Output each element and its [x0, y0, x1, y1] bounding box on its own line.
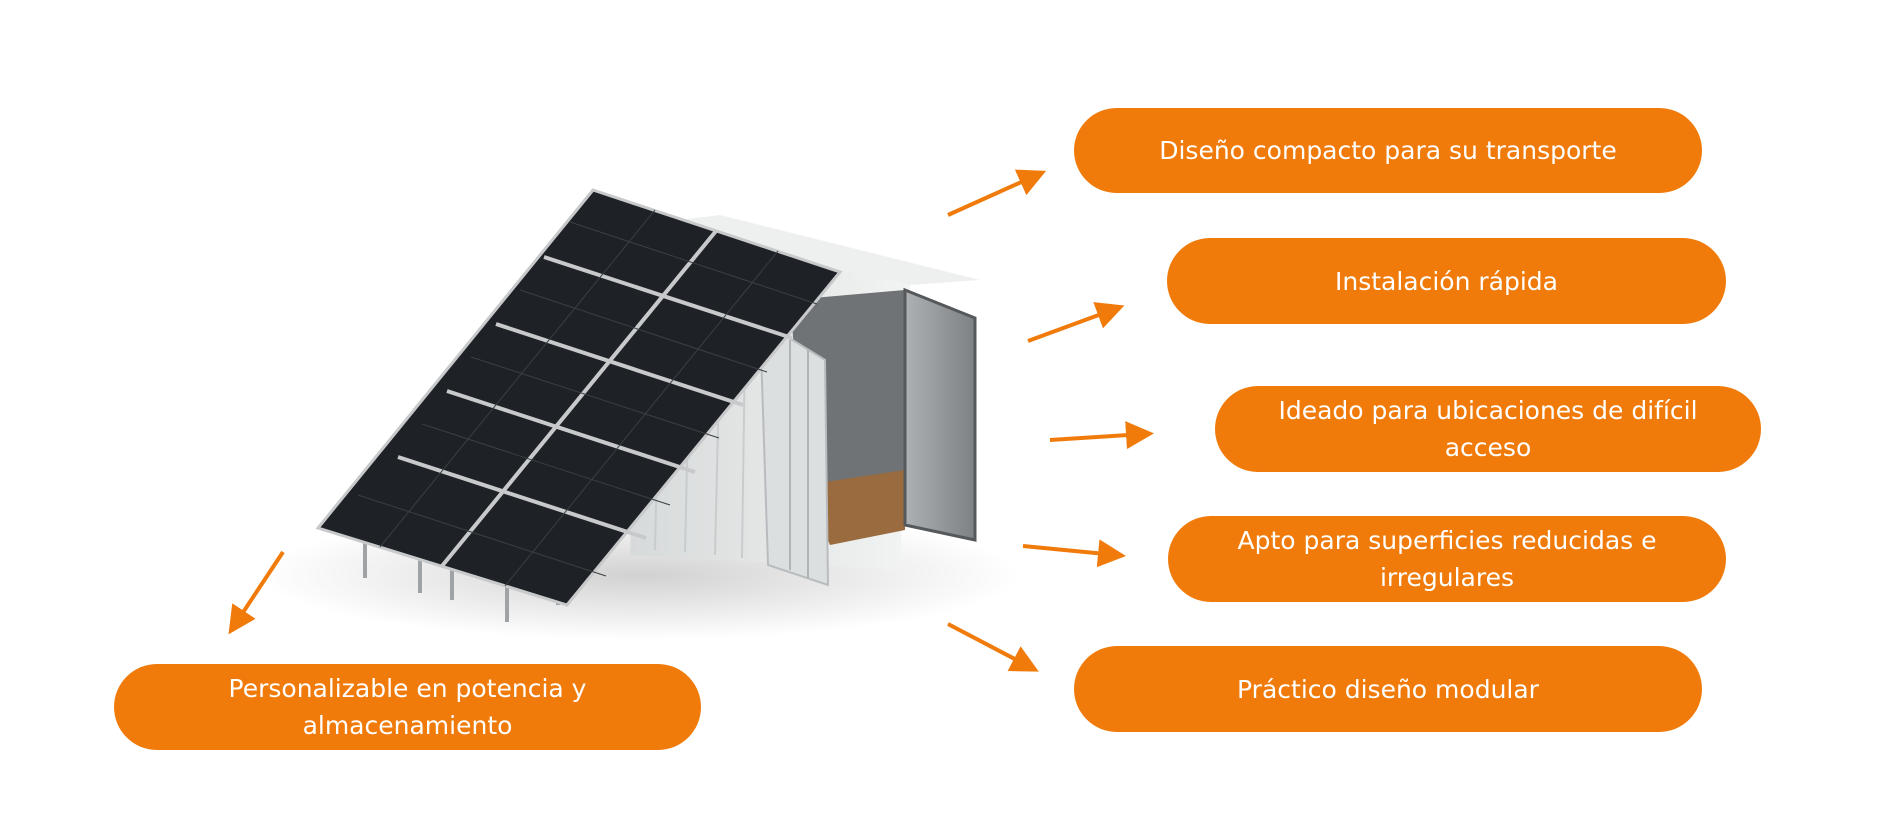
container-door-right: [903, 287, 977, 542]
feature-reduced-surfaces: Apto para superficies reducidas e irregu…: [1168, 516, 1726, 602]
feature-label: Práctico diseño modular: [1237, 674, 1539, 704]
container-door-left: [758, 318, 830, 587]
feature-remote-access: Ideado para ubicaciones de difícil acces…: [1215, 386, 1761, 472]
feature-compact-design: Diseño compacto para su transporte: [1074, 108, 1702, 193]
arrow-to-surfaces: [1022, 539, 1126, 568]
container-floor: [805, 470, 905, 545]
arrow-to-modular: [947, 622, 1039, 672]
arrows: [228, 169, 1154, 672]
feature-label: Ideado para ubicaciones de difícil acces…: [1278, 396, 1698, 462]
feature-modular-design: Práctico diseño modular: [1074, 646, 1702, 732]
arrow-to-access: [1049, 421, 1154, 450]
arrow-to-customizable: [228, 550, 285, 635]
feature-label: Instalación rápida: [1334, 266, 1558, 296]
arrow-to-compact: [947, 169, 1047, 217]
solar-container-illustration: [260, 188, 1020, 640]
feature-label: Personalizable en potencia y almacenamie…: [228, 674, 587, 740]
feature-label: Diseño compacto para su transporte: [1159, 136, 1617, 165]
feature-quick-install: Instalación rápida: [1167, 238, 1726, 324]
feature-label: Apto para superficies reducidas e irregu…: [1237, 526, 1657, 592]
arrow-to-installation: [1027, 302, 1125, 343]
feature-customizable: Personalizable en potencia y almacenamie…: [114, 664, 701, 750]
